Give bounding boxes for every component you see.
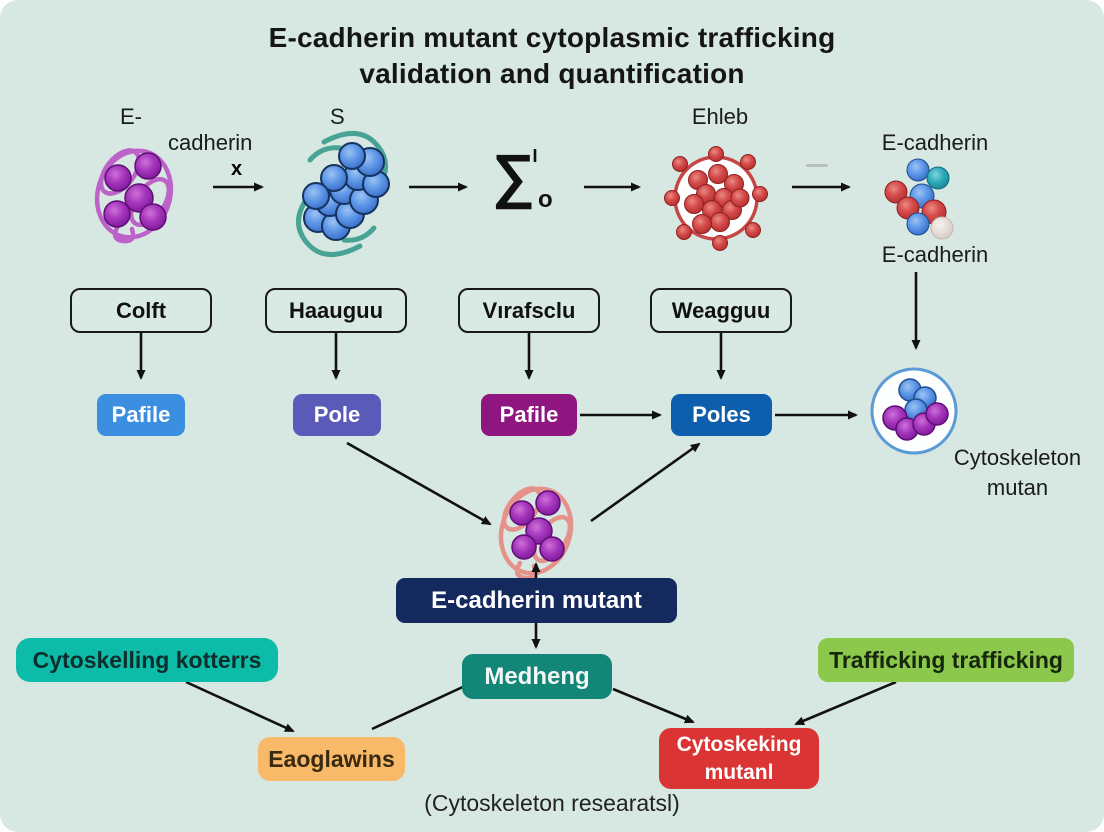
arrow-kotterrs-to-eaoglawins: [185, 680, 295, 733]
eaoglawins-box: Eaoglawins: [258, 737, 405, 781]
line-medheng-to-eaoglawins: [371, 683, 468, 731]
ecadherin-cluster-label-bottom: E-cadherin: [881, 242, 989, 267]
colored-box-pafile-magenta: Pafile: [481, 394, 577, 436]
ehleb-vesicle-illustration: [664, 146, 768, 251]
arrow-medheng-to-cytoskeking: [612, 687, 695, 724]
s-label: S: [330, 104, 345, 129]
outline-box-weagguu: Weagguu: [650, 288, 792, 333]
cytoskeleton-node-label-line1: Cytoskeleton: [953, 445, 1082, 470]
arrow-x-label: x: [231, 158, 243, 180]
cytoskeleton-node-label-line2: mutan: [986, 475, 1049, 500]
arrow-pole-to-mutant-cell: [346, 441, 492, 526]
outline-box-virafsclu: Vırafsclu: [458, 288, 600, 333]
colored-box-pafile-blue: Pafile: [97, 394, 185, 436]
cytoskeleton-mutant-node-illustration: [870, 367, 958, 455]
ecadherin-cluster-label-top: E-cadherin: [881, 130, 989, 155]
colored-box-pole: Pole: [293, 394, 381, 436]
ecadherin-mutant-box: E-cadherin mutant: [396, 578, 677, 623]
ecadherin-label-part1: E-: [120, 104, 142, 129]
sigma-subscript: o: [538, 186, 553, 213]
diagram-title-line1: E-cadherin mutant cytoplasmic traffickin…: [268, 22, 836, 53]
ecadherin-complex-illustration: [94, 148, 174, 244]
medheng-box: Medheng: [462, 654, 612, 699]
bottom-caption: (Cytoskeleton researatsl): [424, 790, 680, 816]
ecadherin-label-part2: cadherin: [168, 130, 253, 155]
outline-box-colft: Colft: [70, 288, 212, 333]
s-protein-cluster-illustration: [296, 131, 390, 257]
cytoskelling-kotterrs-box: Cytoskelling kotterrs: [16, 638, 278, 682]
colored-box-poles: Poles: [671, 394, 772, 436]
cytoskeking-line1: Cytoskeking: [676, 733, 802, 757]
arrow-mutant-cell-to-poles: [590, 442, 701, 523]
ehleb-label: Ehleb: [691, 104, 749, 129]
outline-box-haauguu: Haauguu: [265, 288, 407, 333]
cytoskeking-mutant-box: Cytoskeking mutanl: [659, 728, 819, 789]
sigma-symbol: ∑: [492, 142, 535, 209]
trafficking-box: Trafficking trafficking: [818, 638, 1074, 682]
cytoskeking-line2: mutanl: [704, 760, 774, 784]
ecadherin-mutant-cell-illustration: [498, 486, 574, 581]
ecadherin-sphere-cluster-illustration: [884, 158, 954, 240]
diagram-title-line2: validation and quantification: [359, 58, 745, 89]
small-dash-artifact: [806, 164, 828, 167]
arrow-trafficking-to-cytoskeking: [794, 680, 897, 726]
